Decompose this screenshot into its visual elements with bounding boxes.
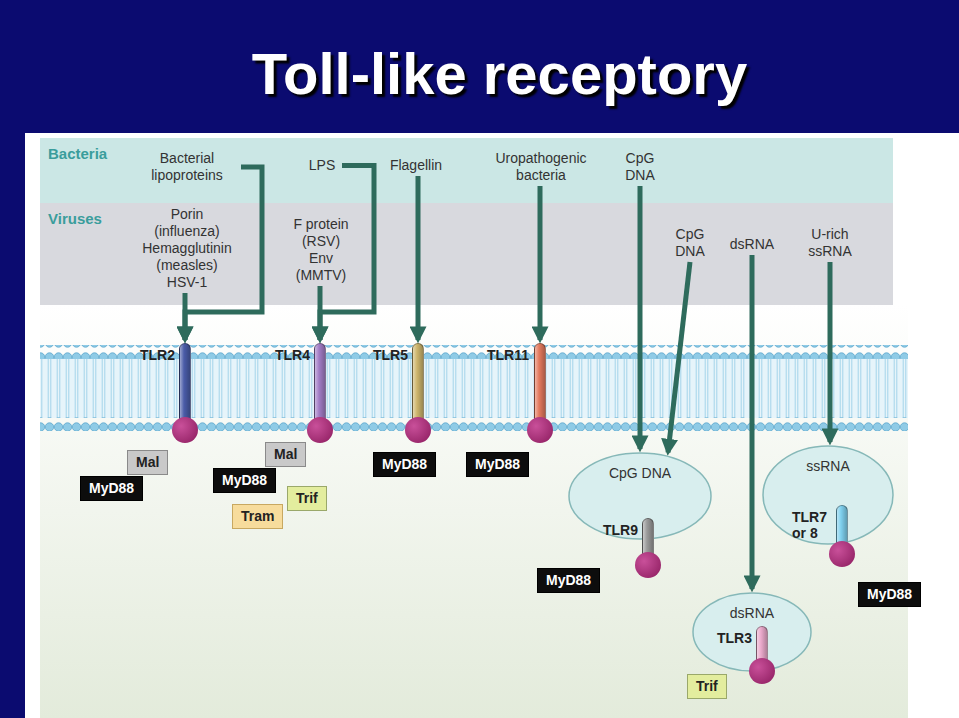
ligand-text: dsRNA [722, 236, 782, 253]
adapter-box: Trif [687, 674, 727, 699]
ligand-text: F protein (RSV) [286, 216, 356, 250]
receptor-tir-domain [172, 417, 198, 443]
endosome-content: dsRNA [692, 605, 812, 621]
ligand-band: Porin (influenza)Hemagglutinin (measles)… [40, 203, 893, 305]
band-heading: Bacteria [48, 145, 107, 162]
tlr-receptor: TLR11 [487, 343, 546, 447]
endosome-outline [692, 592, 812, 672]
tlr-receptor: TLR2 [140, 343, 191, 447]
adapter-box: Tram [232, 504, 283, 529]
ligand-label: Flagellin [383, 157, 449, 174]
ligand-text: Porin (influenza) [137, 206, 237, 240]
receptor-name: TLR2 [140, 347, 175, 363]
ligand-band: Bacterial lipoproteins LPS Flagellin Uropat… [40, 138, 893, 203]
ligand-arrow [183, 293, 188, 340]
slide-title: Toll-like receptory [40, 40, 959, 107]
receptor-tir-domain [527, 417, 553, 443]
band-heading: Viruses [48, 210, 102, 227]
adapter-box: Mal [265, 442, 306, 467]
receptor-bar [534, 343, 546, 425]
ligand-label: Bacterial lipoproteins [135, 150, 239, 184]
cell-ground [40, 305, 908, 718]
adapter-name: MyD88 [89, 480, 134, 497]
panel [25, 133, 959, 718]
ligand-label: LPS [304, 157, 340, 174]
ligand-text: Bacterial lipoproteins [135, 150, 239, 184]
adapter-name: MyD88 [382, 456, 427, 473]
tlr-receptor: TLR4 [275, 343, 326, 447]
endosome: TLR9 CpG DNA [568, 452, 712, 540]
receptor-tir-domain [635, 552, 661, 578]
adapter-name: Trif [296, 490, 318, 507]
ligand-label: Uropathogenic bacteria [486, 150, 596, 184]
receptor-tir-domain [749, 658, 775, 684]
adapter-name: Mal [274, 446, 297, 463]
ligand-label: U-rich ssRNA [800, 226, 860, 260]
adapter-box: MyD88 [373, 452, 436, 477]
receptor-bar [412, 343, 424, 425]
ligand-arrow [750, 255, 755, 589]
endosome-content: CpG DNA [568, 465, 712, 481]
endosome: TLR7 or 8 ssRNA [762, 445, 894, 545]
receptor-tir-domain [307, 417, 333, 443]
endosome-content: ssRNA [762, 458, 894, 474]
receptor-tir-domain [405, 417, 431, 443]
adapter-box: Trif [287, 486, 327, 511]
adapter-box: Mal [127, 450, 168, 475]
receptor-name: TLR11 [487, 347, 529, 363]
adapter-box: MyD88 [466, 452, 529, 477]
ligand-text: Flagellin [383, 157, 449, 174]
ligand-text: Env (MMTV) [286, 250, 356, 284]
adapter-name: MyD88 [867, 586, 912, 603]
ligand-text: Hemagglutinin (measles) [137, 240, 237, 274]
bacteria-band-fill [40, 138, 893, 203]
endosome: TLR3 dsRNA [692, 592, 812, 672]
adapter-name: MyD88 [475, 456, 520, 473]
membrane-bilayer [40, 345, 908, 431]
receptor-name: TLR7 or 8 [792, 509, 832, 541]
ligand-text: Uropathogenic bacteria [486, 150, 596, 184]
receptor-bar [179, 343, 191, 425]
ligand-label: Porin (influenza)Hemagglutinin (measles)… [137, 206, 237, 291]
receptor-name: TLR9 [603, 522, 638, 538]
ligand-text: CpG DNA [615, 150, 665, 184]
tlr-receptor: TLR5 [373, 343, 424, 447]
receptor-tir-domain [829, 541, 855, 567]
ligand-text: U-rich ssRNA [800, 226, 860, 260]
adapter-name: MyD88 [546, 572, 591, 589]
tlr-receptor: TLR7 or 8 [792, 505, 848, 571]
tlr-receptor: TLR9 [603, 518, 654, 582]
ligand-text: CpG DNA [665, 226, 715, 260]
virus-band-fill [40, 203, 893, 305]
adapter-name: Mal [136, 454, 159, 471]
adapter-name: Tram [241, 508, 274, 525]
ligand-text: HSV-1 [137, 274, 237, 291]
adapter-name: Trif [696, 678, 718, 695]
ligand-arrow [538, 186, 543, 340]
ligand-arrow [668, 262, 690, 452]
adapter-box: MyD88 [213, 468, 276, 493]
receptor-name: TLR4 [275, 347, 310, 363]
ligand-arrow [416, 176, 421, 340]
ligand-text: LPS [304, 157, 340, 174]
ligand-label: CpG DNA [665, 226, 715, 260]
ligand-arrow [638, 186, 643, 449]
ligand-label: dsRNA [722, 236, 782, 253]
adapter-box: MyD88 [80, 476, 143, 501]
receptor-name: TLR3 [717, 630, 752, 646]
ligand-arrow [828, 262, 833, 442]
ligand-label: CpG DNA [615, 150, 665, 184]
ligand-label: F protein (RSV)Env (MMTV) [286, 216, 356, 284]
adapter-box: MyD88 [858, 582, 921, 607]
adapter-box: MyD88 [537, 568, 600, 593]
ligand-arrow [318, 286, 323, 340]
receptor-name: TLR5 [373, 347, 408, 363]
adapter-name: MyD88 [222, 472, 267, 489]
receptor-bar [314, 343, 326, 425]
